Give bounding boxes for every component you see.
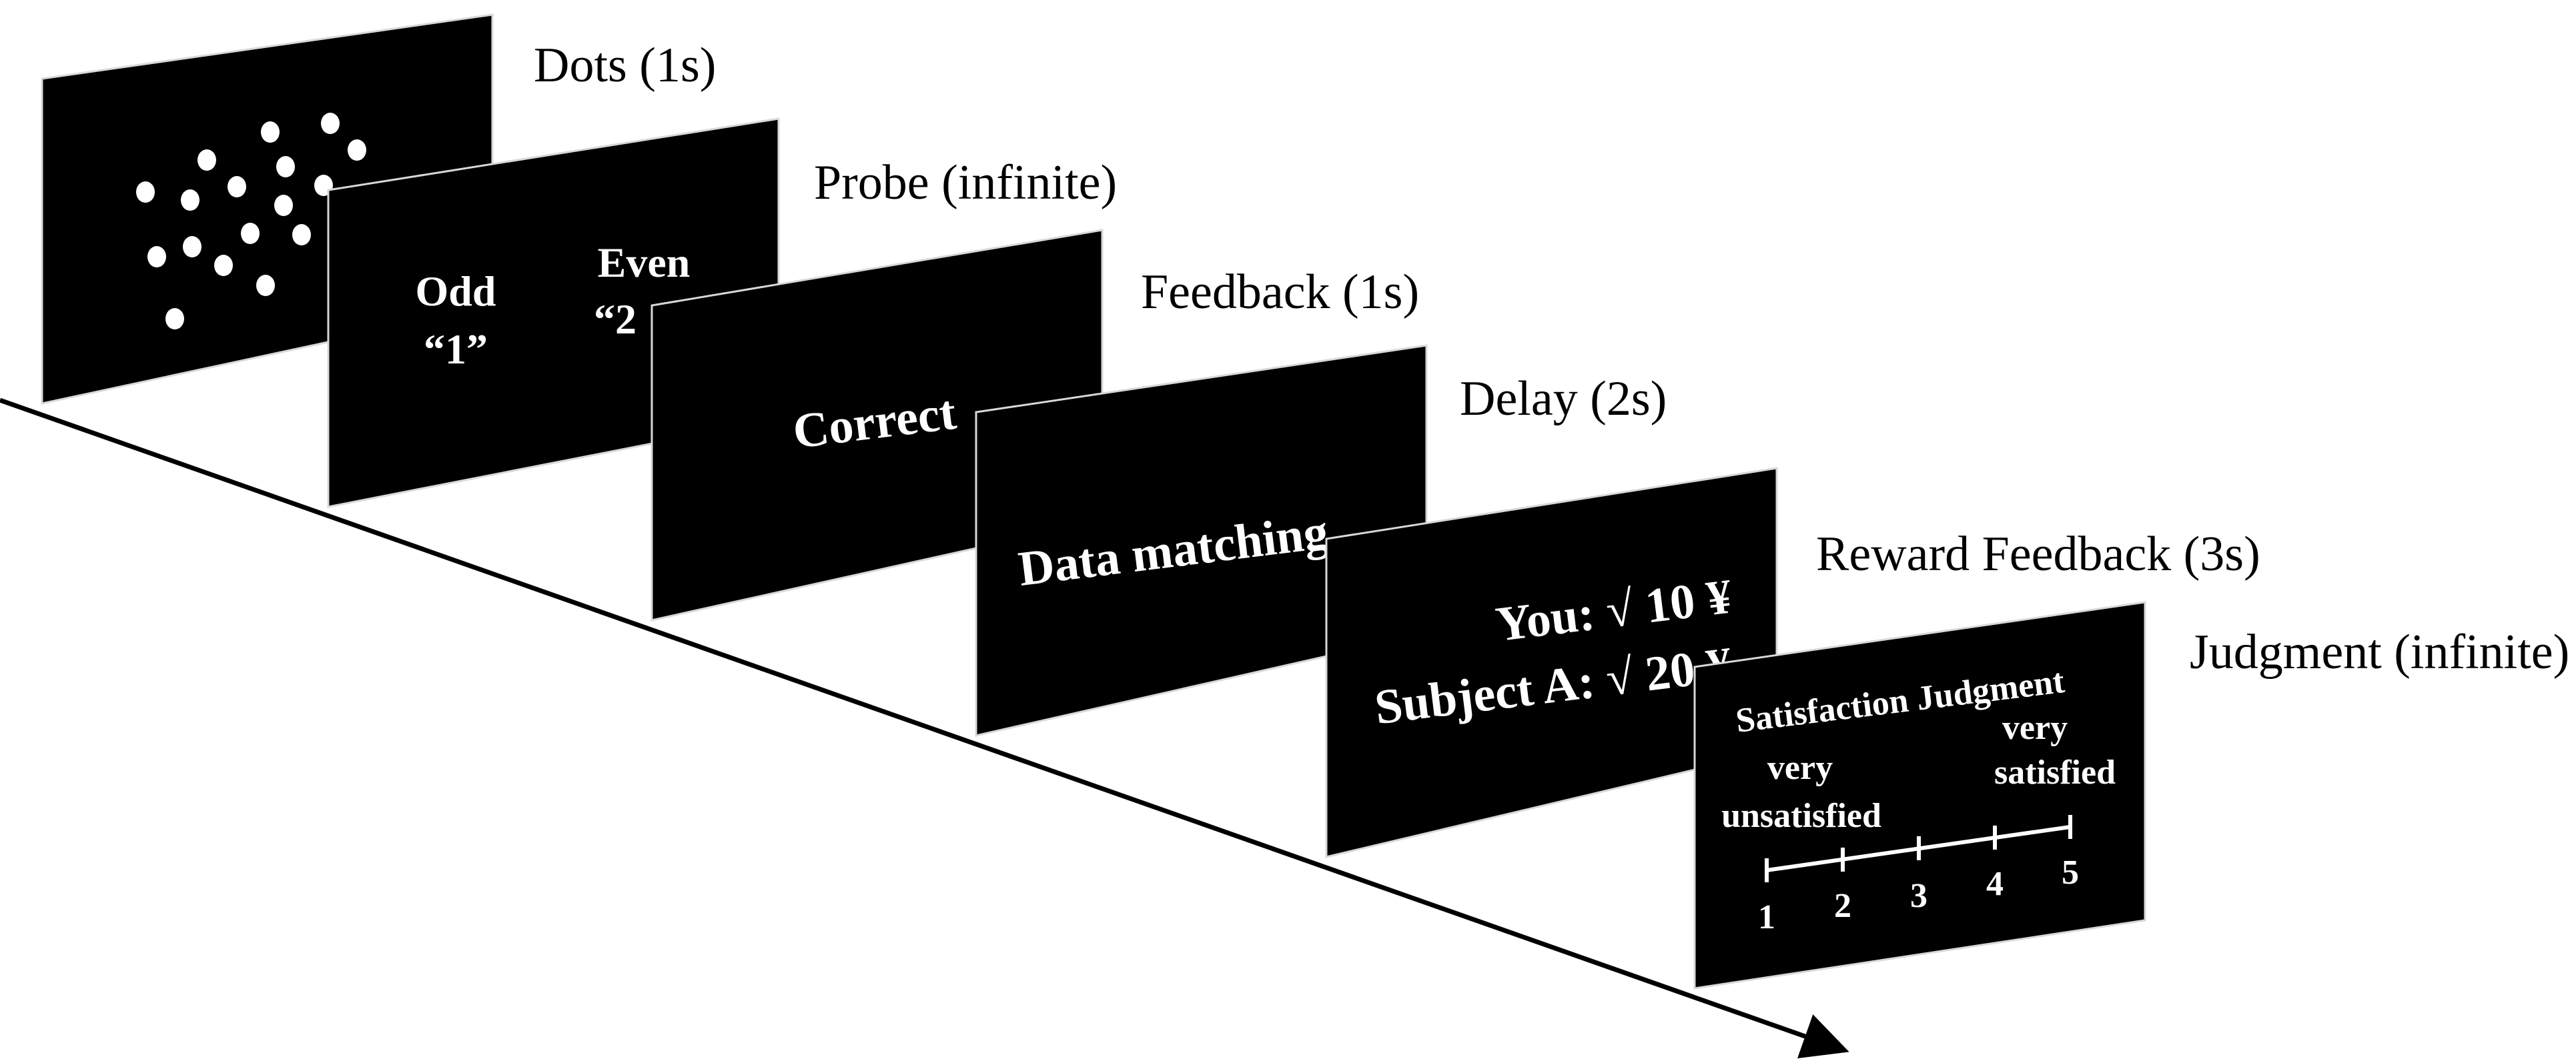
dot (321, 113, 340, 134)
judgment-screen: Satisfaction Judgment very unsatisfied v… (1693, 601, 2146, 990)
even-option-key: “2 (594, 295, 636, 343)
judgment-stage-label: Judgment (infinite) (2190, 625, 2569, 680)
scale-point-1: 1 (1758, 898, 1775, 936)
judgment-screen-panel (1693, 601, 2146, 990)
dot (214, 255, 233, 276)
probe-stage-label: Probe (infinite) (814, 155, 1117, 210)
even-option-label: Even (598, 239, 691, 286)
dot (183, 236, 201, 257)
scale-point-4: 4 (1986, 865, 2004, 903)
dot (228, 176, 246, 197)
dots-stage-label: Dots (1s) (534, 38, 716, 93)
feedback-stage-label: Feedback (1s) (1141, 265, 1419, 319)
dot (292, 224, 311, 245)
dot (261, 121, 280, 143)
left-anchor-line2: unsatisfied (1721, 797, 1881, 835)
dot (348, 139, 366, 161)
dot (136, 181, 155, 203)
delay-screen: Data matching… (975, 344, 1428, 737)
dot (197, 149, 216, 171)
dot (181, 189, 199, 211)
odd-option-key: “1” (424, 325, 488, 373)
right-anchor-line1: very (2002, 709, 2068, 747)
dot (165, 308, 184, 329)
right-anchor-line2: satisfied (1994, 754, 2116, 792)
scale-point-5: 5 (2062, 854, 2079, 892)
rating-scale: 1 2 3 4 5 (1758, 815, 2079, 936)
odd-option-label: Odd (416, 267, 496, 315)
delay-stage-label: Delay (2s) (1460, 371, 1667, 426)
dot (276, 156, 295, 177)
scale-point-3: 3 (1910, 877, 1927, 915)
dot (274, 195, 293, 216)
timeline-arrow (0, 397, 1849, 1059)
reward-stage-label: Reward Feedback (3s) (1816, 527, 2260, 582)
dot (241, 223, 260, 244)
scale-point-2: 2 (1834, 887, 1851, 925)
dot (147, 246, 166, 267)
dot (256, 275, 275, 296)
left-anchor-line1: very (1767, 749, 1833, 787)
dot-array (136, 113, 366, 329)
